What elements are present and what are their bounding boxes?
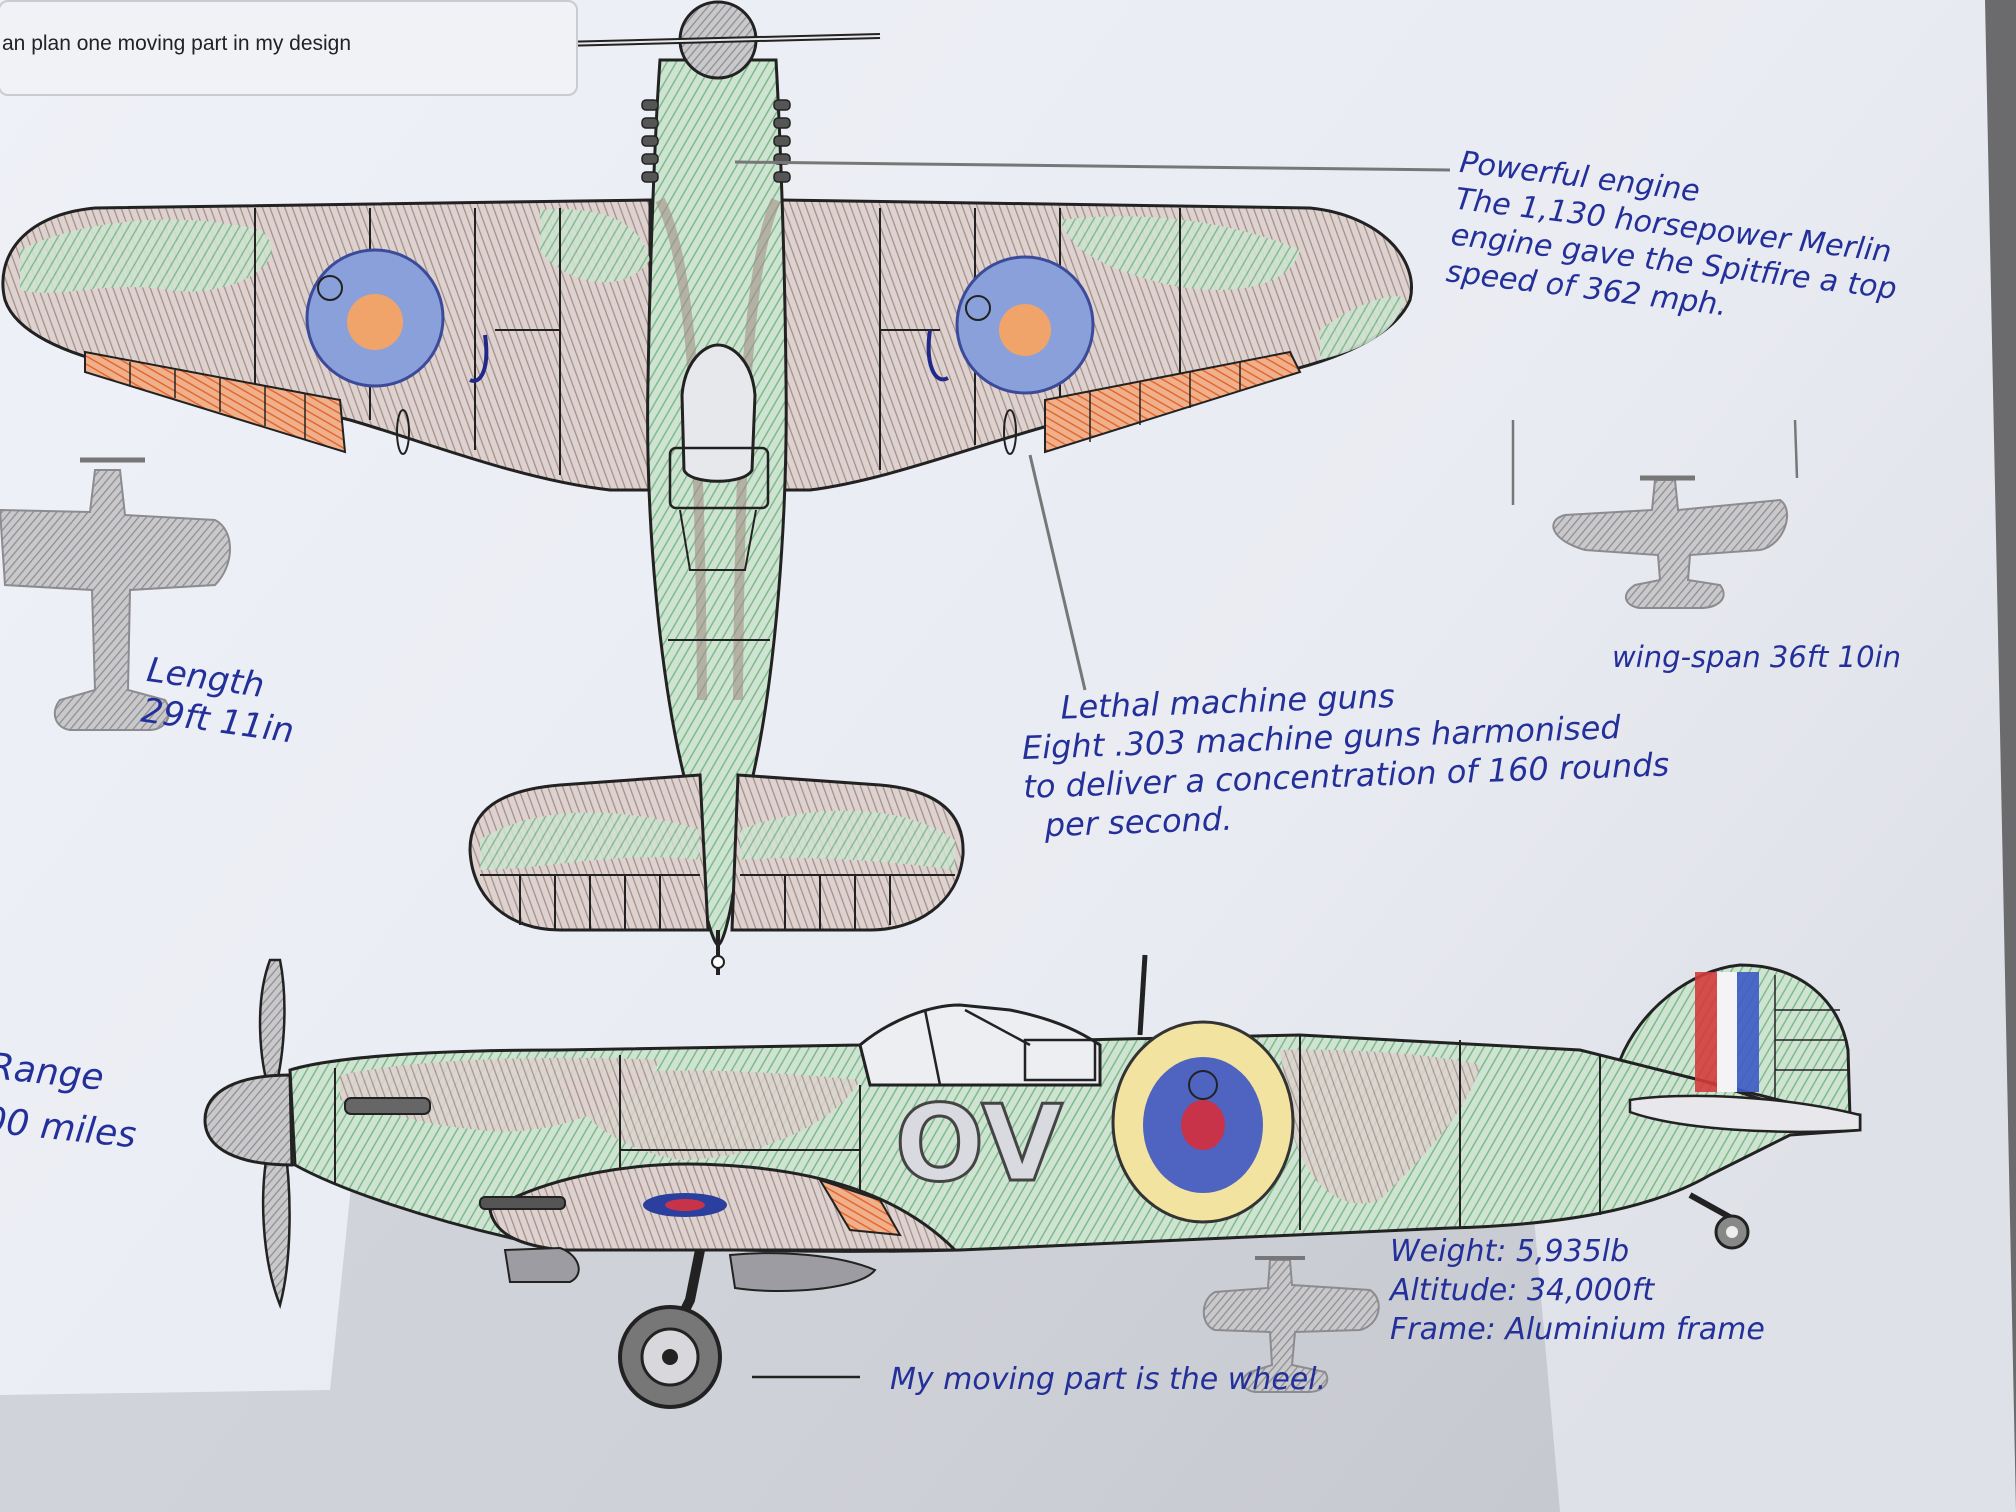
small-plane-sketch-icon-left <box>0 457 231 731</box>
printed-instruction-text: an plan one moving part in my design <box>2 32 352 55</box>
small-plane-sketch-icon-right <box>1552 475 1789 609</box>
range-note: Range 00 miles <box>0 1040 144 1163</box>
wingspan-mark-right <box>1793 419 1799 479</box>
moving-part-text: My moving part is the wheel. <box>890 1362 1327 1397</box>
small-plane-sketch-icon-bottom <box>1202 1256 1380 1393</box>
guns-leader-line <box>1028 454 1087 691</box>
guns-note: Lethal machine guns Eight .303 machine g… <box>1020 667 1671 846</box>
wingspan-note-text: wing-span 36ft 10in <box>1612 640 1901 674</box>
engine-leader-line <box>734 160 1451 172</box>
wingspan-note: wing-span 36ft 10in <box>1612 640 1901 675</box>
spitfire-side-view-icon: OV <box>203 954 1862 1409</box>
specs-note: Weight: 5,935lb Altitude: 34,000ft Frame… <box>1390 1232 1765 1349</box>
spitfire-top-view-icon <box>1 0 1413 975</box>
svg-text:OV: OV <box>895 1083 1063 1205</box>
specs-altitude: Altitude: 34,000ft <box>1390 1273 1655 1308</box>
moving-part-note: My moving part is the wheel. <box>890 1362 1326 1399</box>
printed-instruction-label: an plan one moving part in my design <box>0 0 578 96</box>
specs-frame: Frame: Aluminium frame <box>1390 1312 1765 1347</box>
specs-weight: Weight: 5,935lb <box>1390 1234 1630 1269</box>
